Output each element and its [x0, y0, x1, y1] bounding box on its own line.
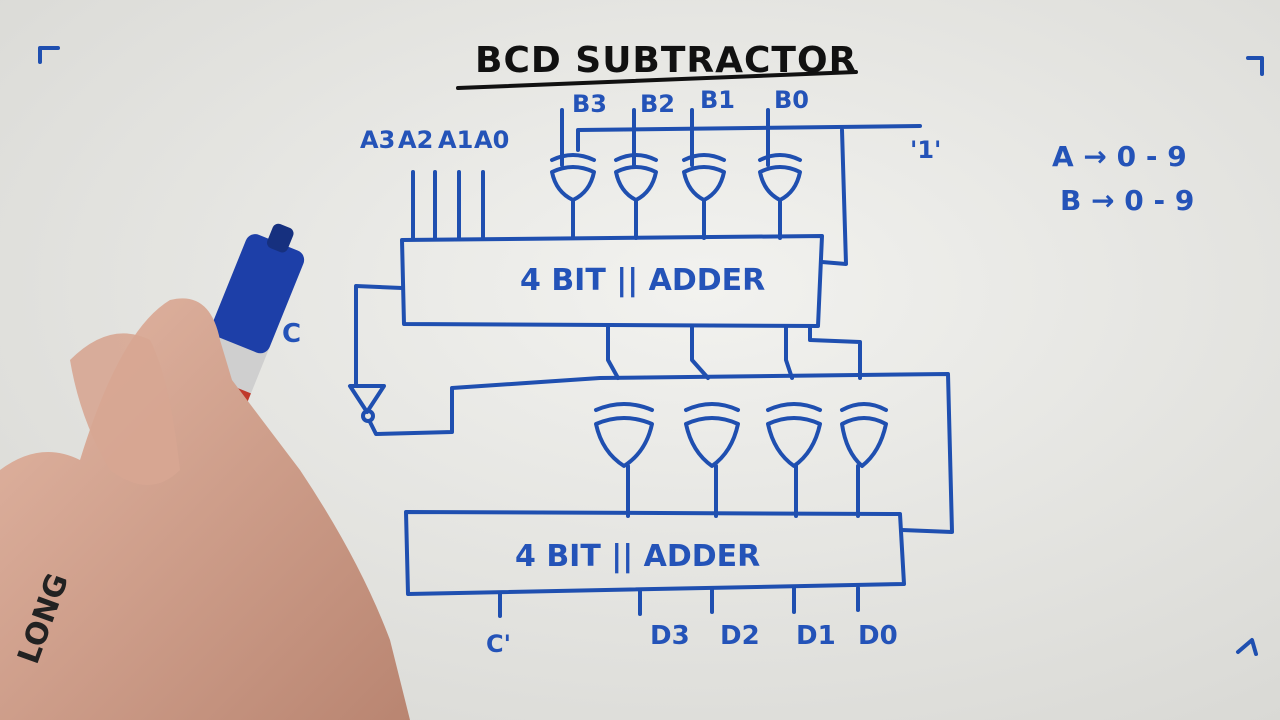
adder-bottom-box [404, 510, 906, 596]
label-b0: B0 [774, 86, 809, 114]
marker-cap [211, 234, 305, 354]
range-a: A → 0 - 9 [1052, 140, 1187, 173]
carry-wire [354, 284, 404, 386]
control-line [576, 124, 922, 152]
sum-wire-1 [784, 324, 794, 380]
carry-out-label: C' [486, 630, 511, 658]
label-b3: B3 [572, 90, 607, 118]
xor-gate-bottom-3 [594, 402, 654, 518]
sum-wire-3 [606, 324, 620, 380]
corner-mark-left [38, 46, 60, 64]
label-b1: B1 [700, 86, 735, 114]
control-to-adder-wire [820, 128, 848, 266]
corner-mark-right [1246, 56, 1264, 76]
label-b2: B2 [640, 90, 675, 118]
adder-top-label: 4 BIT || ADDER [520, 263, 765, 298]
adder-top-box [400, 234, 824, 328]
xor-gate-top-b3 [550, 108, 596, 240]
xor-gate-top-b2 [614, 108, 658, 240]
correction-bus [368, 372, 954, 534]
label-a3: A3 [360, 126, 395, 154]
output-d3: D3 [650, 621, 690, 651]
title-underline [456, 70, 858, 90]
corner-doodle [1236, 638, 1258, 656]
range-b: B → 0 - 9 [1060, 184, 1194, 217]
not-gate [348, 384, 386, 423]
output-d1: D1 [796, 621, 836, 651]
label-a1: A1 [438, 126, 473, 154]
hand-with-marker [0, 223, 410, 720]
xor-gate-bottom-2 [684, 402, 740, 518]
finger [70, 333, 180, 485]
xor-gate-top-b1 [682, 108, 726, 240]
adder-bottom-label: 4 BIT || ADDER [515, 539, 760, 574]
control-label: '1' [910, 136, 941, 164]
output-d2: D2 [720, 621, 760, 651]
sum-wire-0 [808, 324, 862, 380]
xor-gate-bottom-0 [840, 402, 888, 518]
sum-wire-2 [690, 324, 710, 380]
output-d0: D0 [858, 621, 898, 651]
xor-gate-bottom-1 [766, 402, 822, 518]
label-a0: A0 [474, 126, 509, 154]
xor-gate-top-b0 [758, 108, 802, 240]
output-wires [498, 586, 860, 618]
label-a2: A2 [398, 126, 433, 154]
carry-label: C [282, 319, 301, 349]
a-input-wires [411, 170, 485, 240]
marker-tip [267, 223, 294, 253]
